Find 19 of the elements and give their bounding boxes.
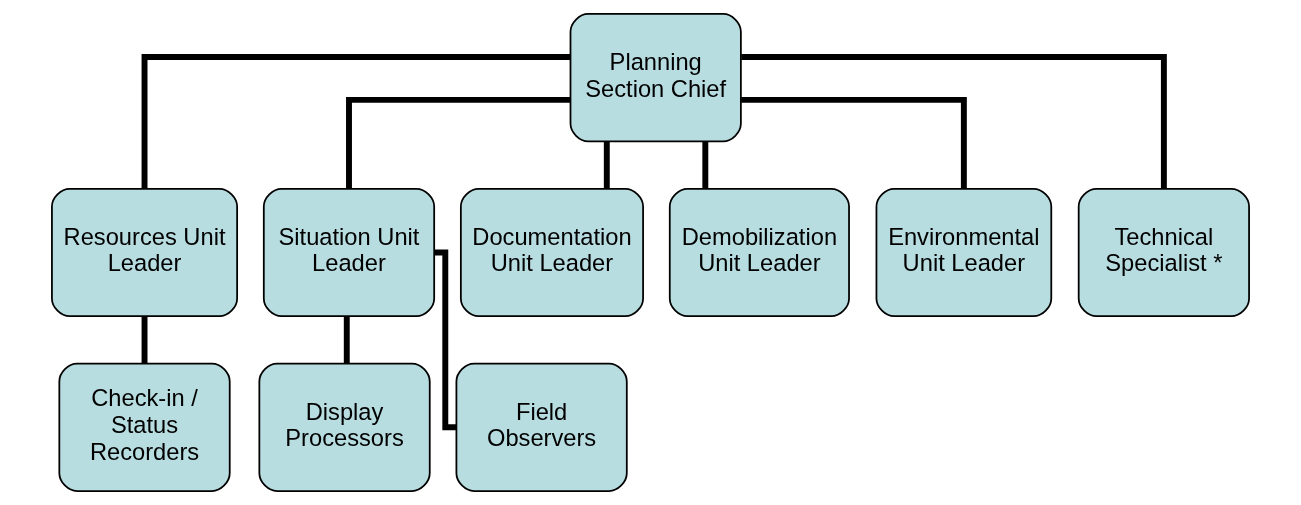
node-box: Environmental Unit Leader <box>875 187 1053 318</box>
node-box: Check-in / Status Recorders <box>58 362 231 492</box>
connector <box>346 96 571 189</box>
connector <box>141 53 571 189</box>
node-box: Demobilization Unit Leader <box>668 187 850 318</box>
node-box: Planning Section Chief <box>569 13 742 143</box>
node-box: Resources Unit Leader <box>51 187 238 318</box>
connector <box>603 141 610 189</box>
connector <box>702 141 709 189</box>
connector <box>741 96 967 189</box>
node-box: Field Observers <box>455 362 628 492</box>
node-box: Technical Specialist * <box>1077 187 1250 318</box>
connector <box>741 53 1167 189</box>
node-box: Documentation Unit Leader <box>459 187 644 318</box>
connector <box>434 249 457 431</box>
node-box: Situation Unit Leader <box>262 187 436 318</box>
node-box: Display Processors <box>258 362 431 492</box>
connector <box>343 316 350 364</box>
connector <box>141 316 148 364</box>
